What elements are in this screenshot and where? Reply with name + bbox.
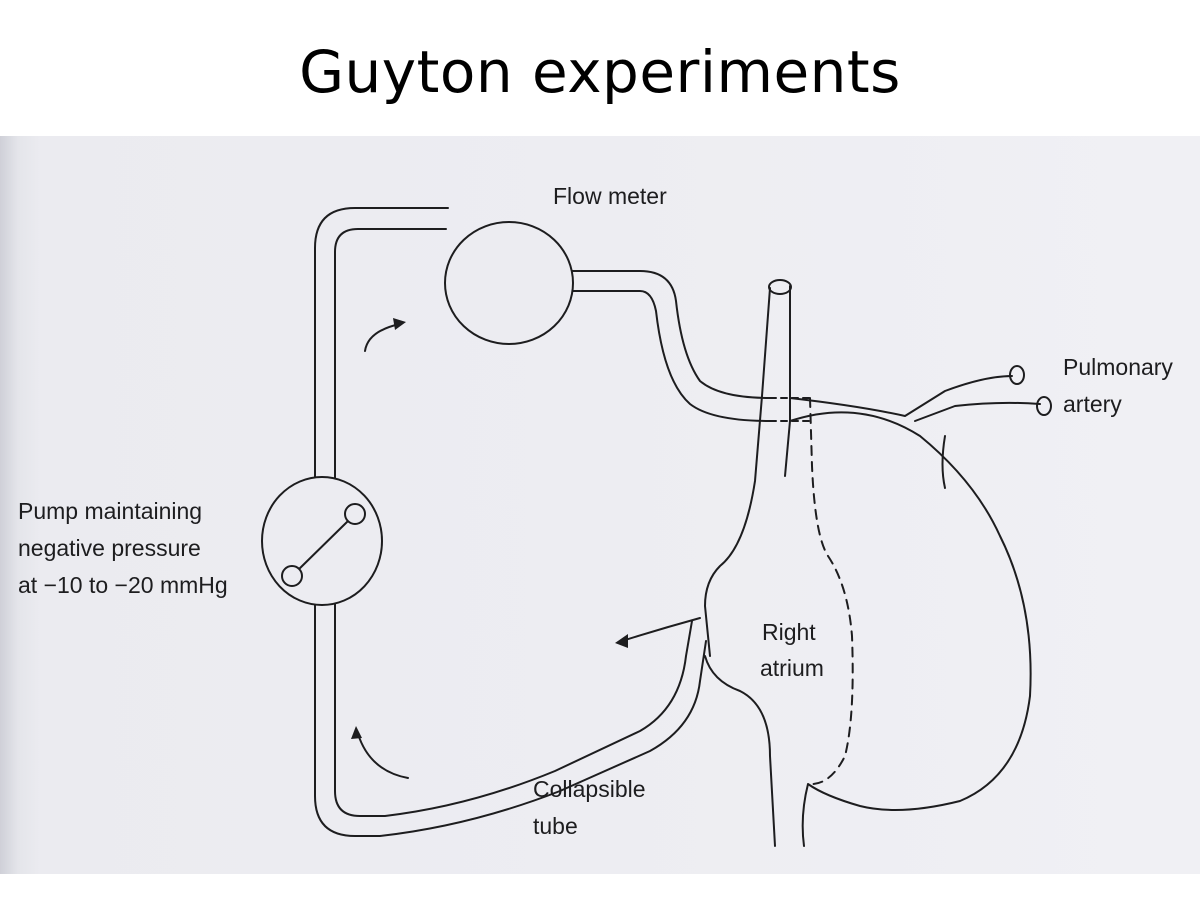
pulmonary-lower-branch [941, 435, 946, 489]
pulmonary-end-upper [1009, 365, 1025, 385]
label-right: Right [762, 619, 816, 645]
flow-arrow-atrium-head [615, 634, 628, 648]
scanned-figure: Flow meter Pulmonary artery Pump maintai… [0, 136, 1200, 874]
vena-cava-left [704, 287, 771, 657]
tube-inner-wall [334, 228, 693, 817]
flow-arrow-bottom-head [351, 726, 362, 739]
guyton-diagram: Flow meter Pulmonary artery Pump maintai… [18, 183, 1173, 847]
label-pump-line3: at −10 to −20 mmHg [18, 572, 228, 598]
pump-circle [261, 476, 383, 606]
outlet-tube-bottom [571, 290, 771, 422]
pulmonary-artery-upper [789, 375, 1013, 417]
label-pulmonary: Pulmonary [1063, 354, 1173, 380]
vessel-top-opening [768, 279, 792, 295]
pulmonary-artery-lower [914, 401, 1041, 422]
outlet-tube-top [571, 270, 771, 399]
pump-pivot-top [344, 503, 366, 525]
vena-cava-right [784, 285, 791, 477]
pulmonary-end-lower [1036, 396, 1052, 416]
tube-outer-wall [314, 207, 707, 837]
label-collapsible: Collapsible [533, 776, 646, 802]
inferior-vena-cava [704, 655, 776, 847]
atrium-dashed-cross [769, 397, 813, 422]
flow-meter-circle [444, 221, 574, 345]
atrium-dashed-line [807, 397, 854, 786]
label-pump-line2: negative pressure [18, 535, 201, 561]
flow-arrow-bottom [357, 733, 409, 779]
label-atrium: atrium [760, 655, 824, 681]
pump-pivot-bottom [281, 565, 303, 587]
label-pump-line1: Pump maintaining [18, 498, 202, 524]
slide-title: Guyton experiments [299, 38, 901, 106]
heart-outline [789, 411, 1032, 847]
flow-arrow-top-head [393, 318, 406, 330]
label-artery: artery [1063, 391, 1122, 417]
flow-arrow-atrium [621, 617, 701, 642]
label-tube: tube [533, 813, 578, 839]
label-flow-meter: Flow meter [553, 183, 667, 209]
pump-lever [295, 520, 349, 573]
